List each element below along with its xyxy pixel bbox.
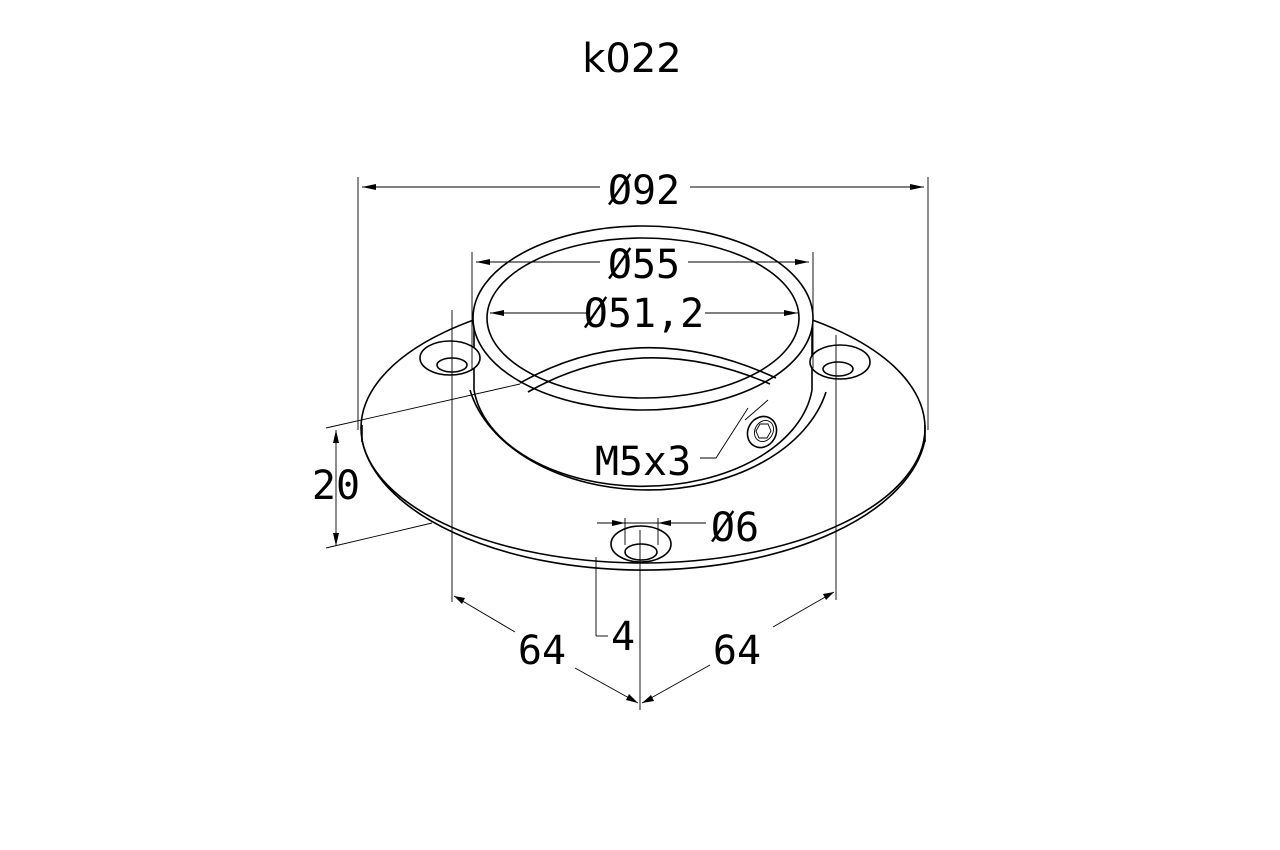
dim-set-screw: M5x3 (595, 439, 691, 485)
flange-bottom-edge (361, 439, 926, 571)
drawing-title: k022 (582, 36, 682, 82)
dim-hole-spacing-right: 64 (713, 628, 761, 674)
dim-tube-inner-diameter: Ø51,2 (584, 291, 704, 337)
flange-part (360, 225, 926, 571)
dim-hole-diameter: Ø6 (711, 505, 759, 551)
dim-flange-thickness: 4 (611, 614, 635, 660)
set-screw (746, 415, 778, 449)
tube-inner-rim (486, 237, 800, 399)
dim-outer-diameter: Ø92 (608, 168, 680, 214)
dim-hole-spacing-left: 64 (518, 628, 566, 674)
mounting-holes (419, 340, 871, 563)
dimension-labels: Ø92 Ø55 Ø51,2 20 M5x3 Ø6 4 64 64 (312, 168, 761, 674)
dimension-lines (325, 177, 929, 710)
dim-height: 20 (312, 463, 360, 509)
hole-front (610, 525, 672, 563)
hole-left (419, 340, 481, 376)
hole-right (809, 344, 871, 380)
dim-tube-outer-diameter: Ø55 (608, 242, 680, 288)
tube-inner-floor (519, 346, 777, 384)
